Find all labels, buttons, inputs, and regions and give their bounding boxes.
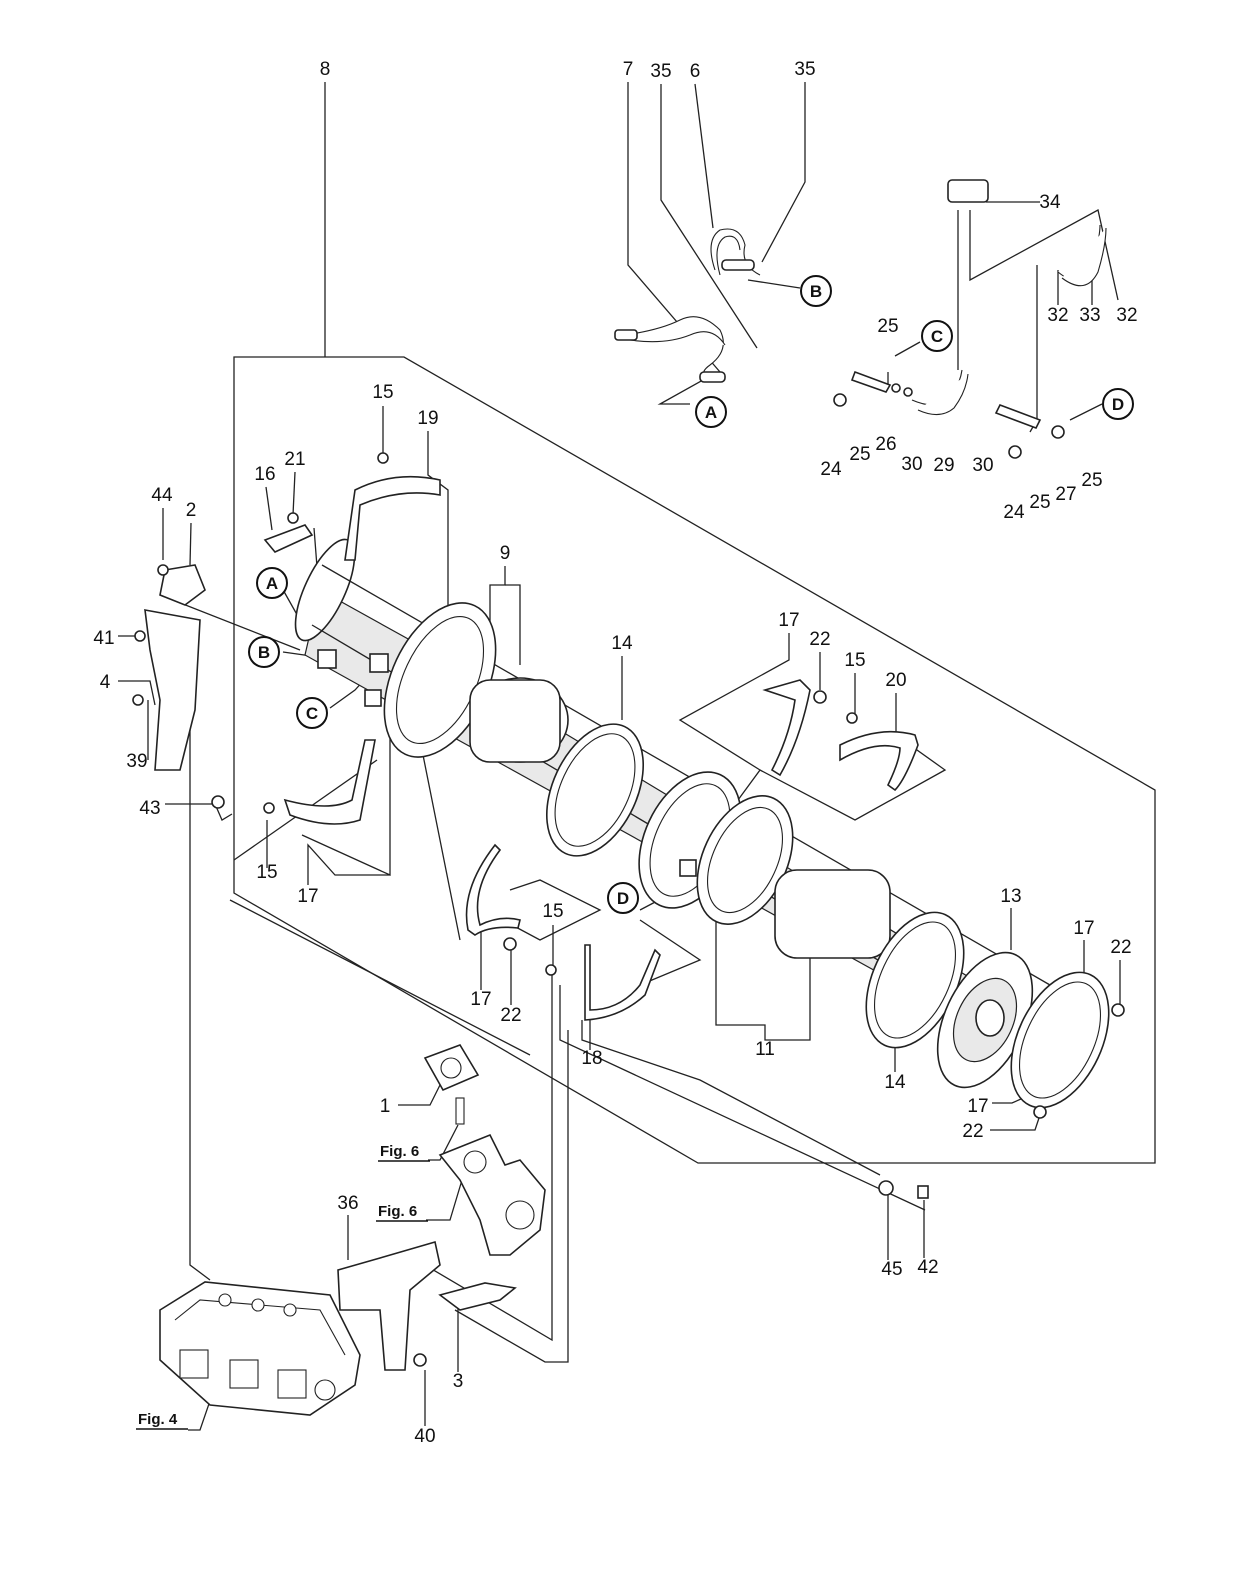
part-label-p29: 29 [933, 455, 954, 476]
part-label-p36: 36 [337, 1193, 358, 1214]
callout-letter: A [705, 403, 717, 422]
part-label-p42: 42 [917, 1257, 938, 1278]
callout-circle [248, 636, 280, 668]
callout-cD2: D [607, 882, 639, 914]
part-label-p22a: 22 [809, 629, 830, 650]
callout-cC2: C [296, 697, 328, 729]
callout-cB2: B [248, 636, 280, 668]
harness-parts [614, 179, 1107, 439]
part-label-p19: 19 [417, 408, 438, 429]
part-label-p25c: 25 [1081, 470, 1102, 491]
reference-callouts: A B C D A B C D [248, 275, 1134, 914]
callout-cA2: A [256, 567, 288, 599]
part-label-p17d: 17 [470, 989, 491, 1010]
part-label-p24b: 24 [1003, 502, 1025, 523]
part-label-p6: 6 [690, 61, 701, 82]
part-label-p26: 26 [875, 434, 896, 455]
part-label-p17e: 17 [967, 1096, 988, 1117]
part-label-p32b: 32 [1116, 305, 1137, 326]
figure-references: Fig. 6 Fig. 6 Fig. 4 [136, 1143, 430, 1430]
part-label-p24a: 24 [820, 459, 842, 480]
callout-letter: C [931, 327, 943, 346]
part-label-p15d: 15 [542, 901, 563, 922]
part-label-p22c: 22 [500, 1005, 521, 1026]
part-label-p34: 34 [1039, 192, 1061, 213]
figref-text: Fig. 6 [378, 1203, 417, 1220]
part-label-p16: 16 [254, 464, 275, 485]
callout-letter: B [810, 282, 822, 301]
part-label-p2: 2 [186, 500, 197, 521]
part-label-p22b: 22 [1110, 937, 1131, 958]
part-label-p39: 39 [126, 751, 147, 772]
callout-circle [1102, 388, 1134, 420]
figref-text: Fig. 4 [138, 1411, 178, 1428]
callout-circle [921, 320, 953, 352]
part-label-p25b: 25 [849, 444, 870, 465]
callout-circle [800, 275, 832, 307]
assembly-outline [233, 82, 1156, 1164]
part-label-p15a: 15 [372, 382, 393, 403]
callout-circle [296, 697, 328, 729]
part-label-p33: 33 [1079, 305, 1100, 326]
part-label-p45: 45 [881, 1259, 902, 1280]
figref-fig4: Fig. 4 [136, 1411, 188, 1430]
part-label-p15c: 15 [256, 862, 277, 883]
lower-parts [159, 1044, 546, 1416]
part-label-p25a: 25 [877, 316, 898, 337]
part-label-p17a: 17 [778, 610, 799, 631]
part-label-p15b: 15 [844, 650, 865, 671]
part-label-p43: 43 [139, 798, 160, 819]
part-label-p17b: 17 [297, 886, 318, 907]
callout-letter: B [258, 643, 270, 662]
callout-circle [256, 567, 288, 599]
part-label-p32a: 32 [1047, 305, 1068, 326]
callout-cC1: C [921, 320, 953, 352]
part-label-p44: 44 [151, 485, 173, 506]
part-label-p22d: 22 [962, 1121, 983, 1142]
part-label-p40: 40 [414, 1426, 435, 1447]
part-label-p30a: 30 [901, 454, 922, 475]
figref-fig6b: Fig. 6 [376, 1203, 428, 1222]
part-label-p3: 3 [453, 1371, 464, 1392]
callout-letter: A [266, 574, 278, 593]
part-label-p4: 4 [100, 672, 111, 693]
figref-fig6a: Fig. 6 [378, 1143, 430, 1162]
part-label-p41: 41 [93, 628, 114, 649]
part-label-p27: 27 [1055, 484, 1076, 505]
callout-circle [607, 882, 639, 914]
part-label-p35b: 35 [794, 59, 815, 80]
part-label-p7: 7 [623, 59, 634, 80]
figref-text: Fig. 6 [380, 1143, 419, 1160]
part-label-p35a: 35 [650, 61, 671, 82]
fasteners [132, 393, 1125, 1367]
part-label-p1: 1 [380, 1096, 391, 1117]
clamp-parts [144, 475, 919, 1021]
exhaust-cylinder [294, 538, 1110, 1109]
part-label-p8: 8 [320, 59, 331, 80]
sensor-ports [317, 649, 697, 877]
part-label-p9: 9 [500, 543, 511, 564]
callout-cA1: A [695, 396, 727, 428]
callout-cD1: D [1102, 388, 1134, 420]
part-label-p30b: 30 [972, 455, 993, 476]
part-label-p17c: 17 [1073, 918, 1094, 939]
callout-cB1: B [800, 275, 832, 307]
part-label-p11: 11 [755, 1039, 775, 1060]
callout-circle [695, 396, 727, 428]
part-label-p20: 20 [885, 670, 906, 691]
callout-letter: D [617, 889, 629, 908]
callout-letter: C [306, 704, 318, 723]
part-label-p25d: 25 [1029, 492, 1050, 513]
part-label-p14b: 14 [884, 1072, 906, 1093]
part-label-p14a: 14 [611, 633, 633, 654]
part-label-p18: 18 [581, 1048, 602, 1069]
part-label-p21: 21 [284, 449, 305, 470]
callout-letter: D [1112, 395, 1124, 414]
part-label-p13: 13 [1000, 886, 1021, 907]
